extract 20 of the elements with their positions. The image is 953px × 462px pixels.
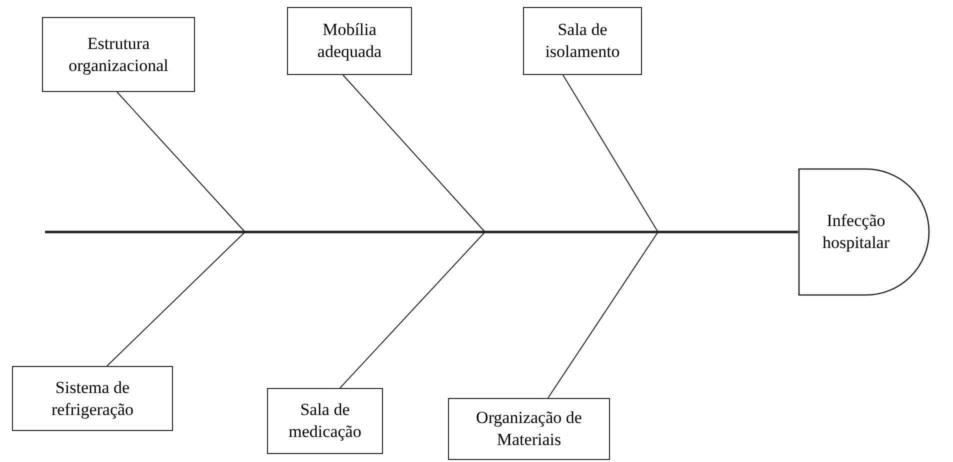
cause-box <box>523 7 642 75</box>
node-label: Mobília adequada <box>316 19 383 63</box>
bone-line <box>106 232 246 366</box>
bone-line <box>548 232 658 398</box>
cause-box <box>448 398 610 460</box>
bone-line <box>562 74 658 232</box>
bone-line <box>116 92 246 232</box>
node-label: Sala de medicação <box>288 399 362 443</box>
node-label: Organização de Materiais <box>475 407 583 451</box>
cause-box <box>42 17 195 92</box>
spine-line <box>45 230 798 234</box>
cause-box <box>12 366 173 431</box>
node-label: Sala de isolamento <box>544 19 621 63</box>
bone-line <box>340 232 486 388</box>
cause-box <box>267 388 383 454</box>
node-label: Sistema de refrigeração <box>50 376 135 420</box>
node-label: Infecção hospitalar <box>821 210 891 254</box>
node-label: Estrutura organizacional <box>68 32 170 76</box>
bone-line <box>342 74 486 232</box>
cause-box <box>287 7 412 75</box>
